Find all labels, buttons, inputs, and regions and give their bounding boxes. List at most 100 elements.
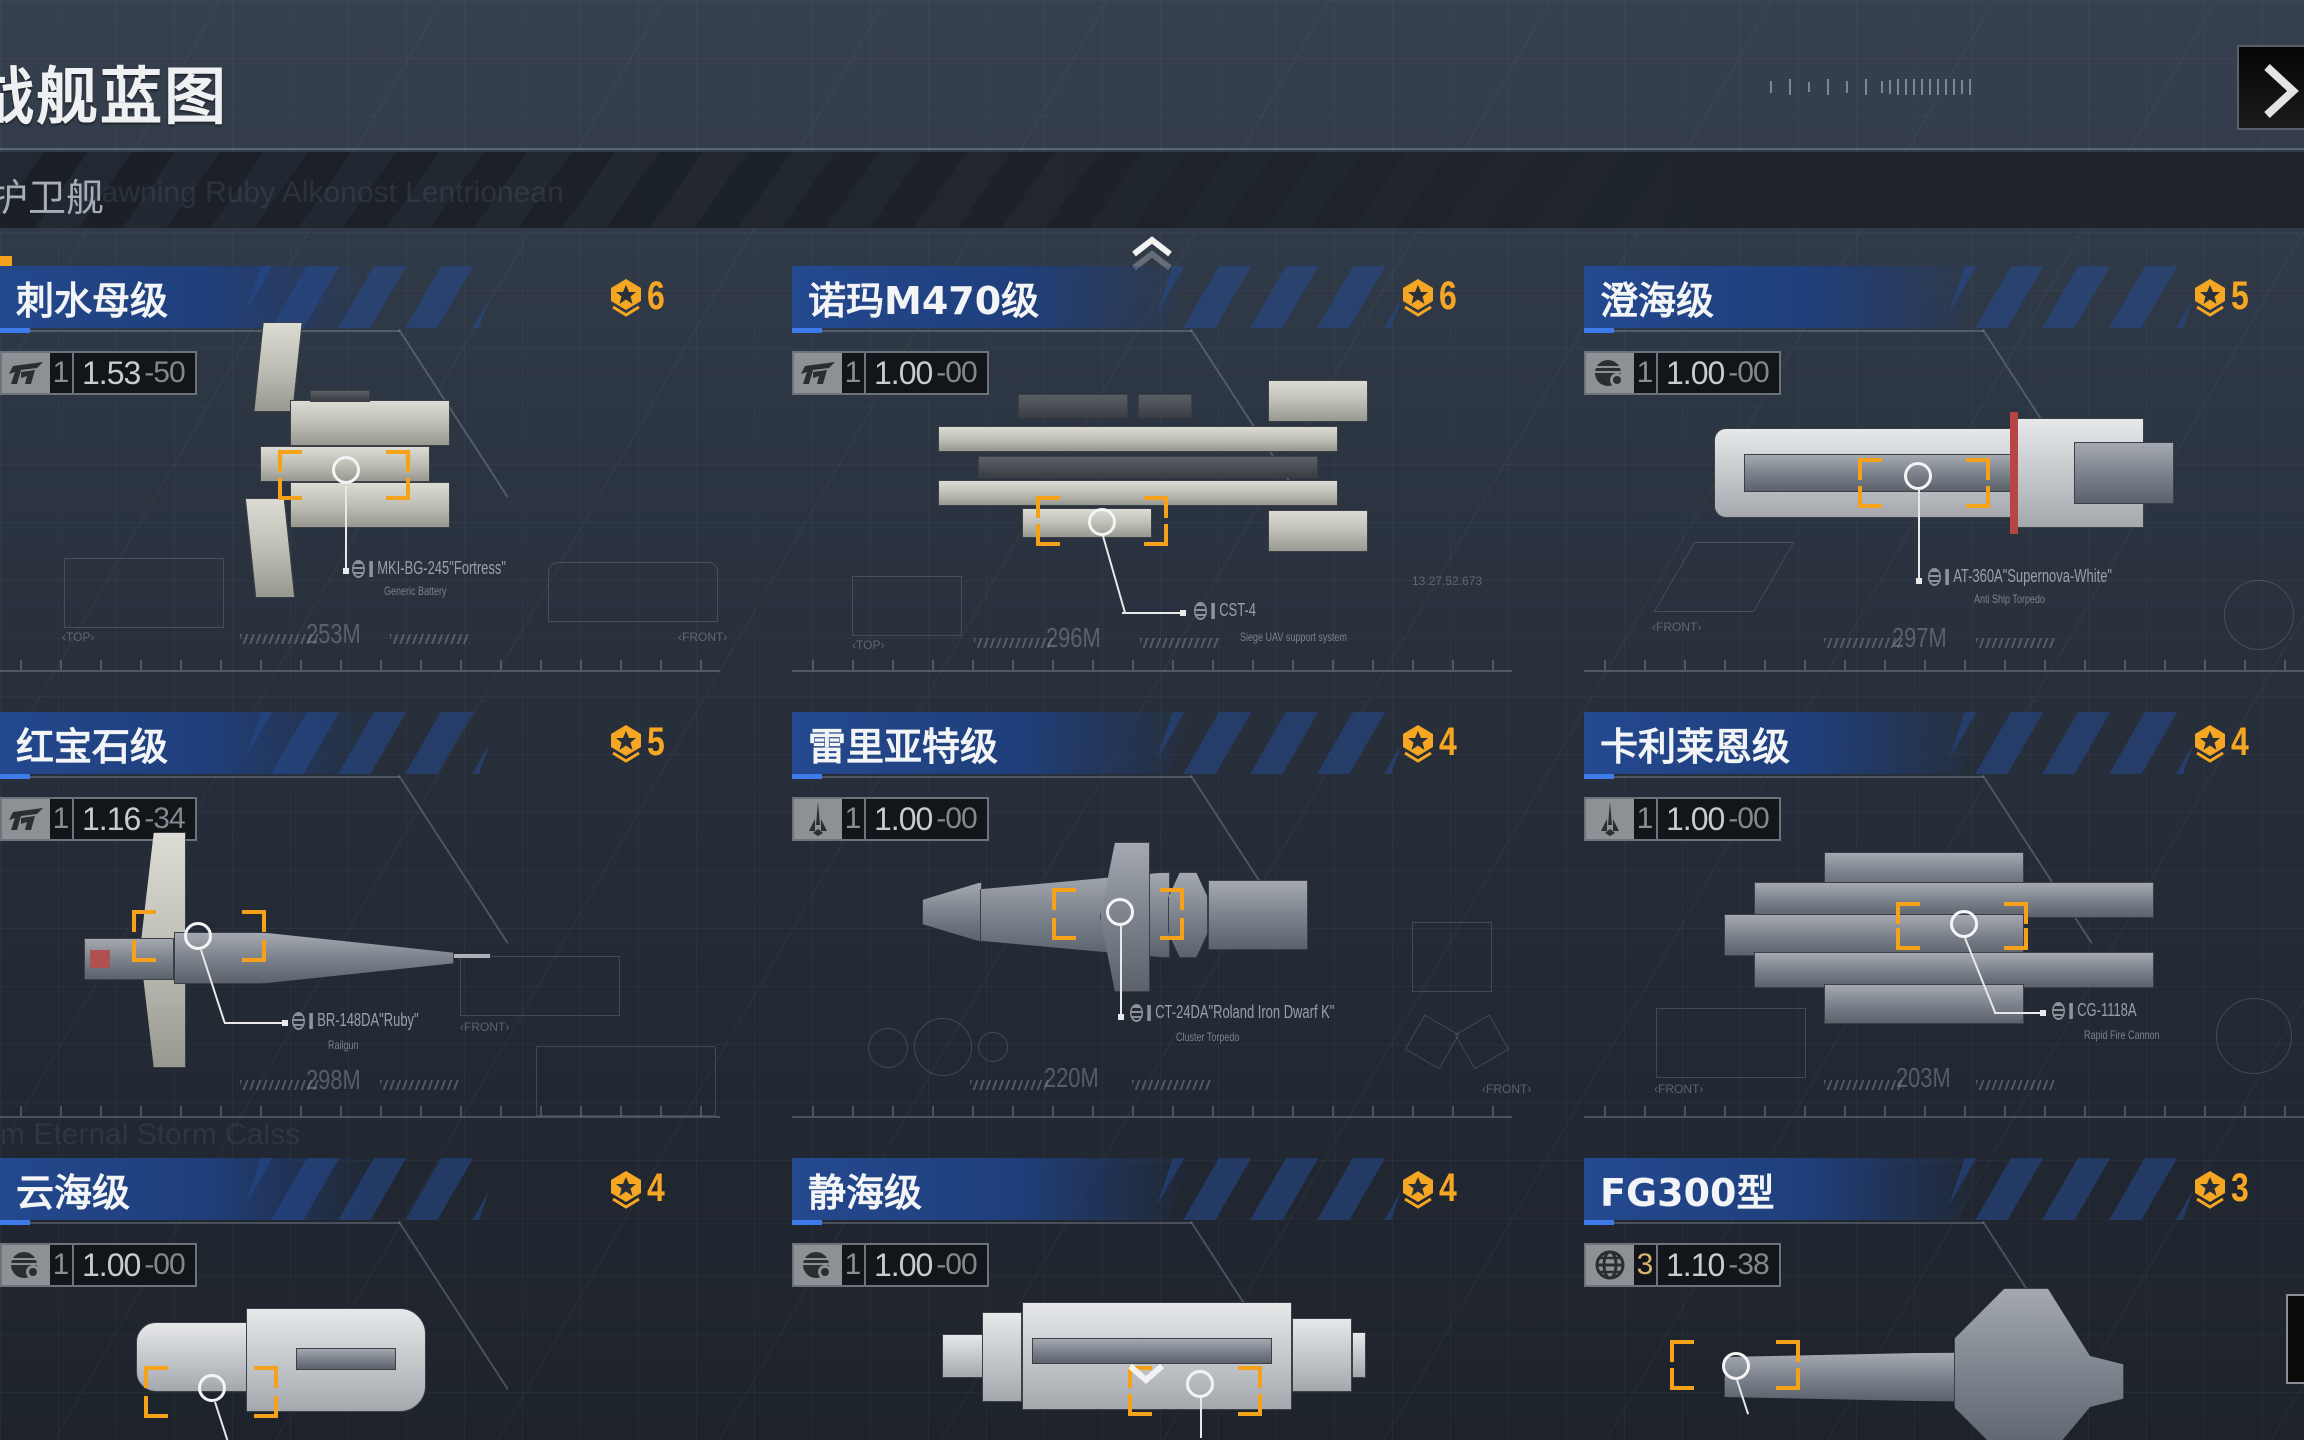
- weapon-hardpoint[interactable]: [198, 1374, 226, 1402]
- ship-card[interactable]: 云海级 4 1 1.00-00: [0, 1148, 760, 1440]
- target-bracket: [1052, 888, 1184, 940]
- ship-card[interactable]: 红宝石级 5 1 1.16-34 BR-148DA"Ruby" Railgun …: [0, 702, 760, 1132]
- stat-box: 1 1.00-00: [1584, 797, 1781, 841]
- leader-line: [1614, 776, 1984, 778]
- rank-badge: 4: [608, 1166, 669, 1211]
- rank-value: 4: [647, 1166, 665, 1210]
- rank-value: 5: [2231, 274, 2249, 318]
- name-underline: [0, 328, 30, 333]
- decorative-tick-bar: [1770, 78, 1977, 96]
- ship-card[interactable]: 刺水母级 6 1 1.53-50 MKI-BG-245"Fortress" Ge…: [0, 256, 760, 686]
- weapon-type: Rapid Fire Cannon: [2084, 1028, 2160, 1042]
- stat-level: 1: [50, 353, 74, 393]
- engineering-icon: [794, 1245, 842, 1285]
- name-underline: [0, 774, 30, 779]
- ruler: [1584, 654, 2304, 672]
- stat-box: 1 1.53-50: [0, 351, 197, 395]
- name-banner: [1584, 1158, 1984, 1220]
- blueprint-front-view: [1653, 542, 1795, 612]
- weapon-hardpoint[interactable]: [184, 922, 212, 950]
- stat-level: 1: [842, 353, 866, 393]
- view-tag-left: ‹FRONT›: [1654, 1082, 1704, 1096]
- stat-suffix: -50: [144, 356, 185, 389]
- leader-line: [822, 330, 1192, 332]
- ship-length: 220M: [1044, 1062, 1099, 1093]
- ruler-hatch: [1824, 638, 1904, 648]
- weapon-hardpoint[interactable]: [1106, 898, 1134, 926]
- weapon-label: CG-1118A: [2052, 1000, 2137, 1021]
- stat-main-value: 1.00: [874, 800, 933, 837]
- ship-card[interactable]: 澄海级 5 1 1.00-00 AT-360A"Supernova-White"…: [1584, 256, 2304, 686]
- ship-length: 203M: [1896, 1062, 1951, 1093]
- ruler-hatch: [240, 1080, 320, 1090]
- blueprint-front-view: [1656, 1008, 1806, 1078]
- callout-dot: [343, 568, 349, 574]
- ship-card[interactable]: 诺玛M470级 6 1 1.00-00 CST-4 Siege UAV supp…: [792, 256, 1552, 686]
- next-page-button[interactable]: [2237, 45, 2304, 130]
- stat-main-value: 1.00: [1666, 354, 1725, 391]
- ship-card[interactable]: 雷里亚特级 4 1 1.00-00 CT-24DA"Roland Iron Dw…: [792, 702, 1552, 1132]
- stat-suffix: -00: [144, 1248, 185, 1281]
- side-panel-handle[interactable]: [2286, 1294, 2304, 1384]
- blueprint-circle: [914, 1018, 972, 1076]
- stat-value: 1.00-00: [74, 1245, 195, 1285]
- ruler-hatch: [390, 634, 470, 644]
- speed-icon: [2, 799, 50, 839]
- stat-main-value: 1.53: [82, 354, 141, 391]
- weapon-hardpoint[interactable]: [332, 456, 360, 484]
- stat-box: 1 1.00-00: [0, 1243, 197, 1287]
- engineering-icon: [1586, 353, 1634, 393]
- ship-length: 296M: [1046, 622, 1101, 653]
- name-underline: [0, 1220, 30, 1225]
- ship-card[interactable]: 静海级 4 1 1.00-00: [792, 1148, 1552, 1440]
- ruler-hatch: [1976, 1080, 2056, 1090]
- stat-level: 1: [842, 799, 866, 839]
- banner-stripes: [1944, 1158, 2204, 1220]
- blueprint-front-view: [460, 956, 620, 1016]
- weapon-hardpoint[interactable]: [1950, 910, 1978, 938]
- engineering-icon: [2, 1245, 50, 1285]
- callout-line: [1102, 535, 1127, 614]
- ship-card[interactable]: 卡利莱恩级 4 1 1.00-00 CG-1118A Rapid Fire Ca…: [1584, 702, 2304, 1132]
- rank-badge: 4: [1400, 1166, 1461, 1211]
- stat-suffix: -00: [936, 1248, 977, 1281]
- weapon-label: MKI-BG-245"Fortress": [352, 558, 506, 579]
- name-underline: [1584, 1220, 1614, 1225]
- target-bracket: [278, 450, 410, 500]
- weapon-label: AT-360A"Supernova-White": [1928, 566, 2112, 587]
- chevron-down-icon: [1128, 1363, 1164, 1384]
- callout-dot: [1118, 1014, 1124, 1020]
- banner-stripes: [1944, 712, 2204, 774]
- weapon-hardpoint[interactable]: [1722, 1352, 1750, 1380]
- callout-line: [345, 486, 347, 570]
- target-bracket: [1036, 496, 1168, 546]
- rank-badge: 4: [1400, 720, 1461, 765]
- rank-star-icon: [1403, 278, 1433, 317]
- ruler: [792, 1100, 1512, 1118]
- rank-star-icon: [1403, 724, 1433, 763]
- target-bracket: [1896, 902, 2028, 950]
- stat-value: 1.00-00: [866, 1245, 987, 1285]
- stat-value: 1.00-00: [866, 353, 987, 393]
- rank-value: 6: [1439, 274, 1457, 318]
- weapon-hardpoint[interactable]: [1904, 462, 1932, 490]
- scroll-up-button[interactable]: [1130, 236, 1174, 276]
- stat-suffix: -38: [1728, 1248, 1769, 1281]
- speed-icon: [2, 353, 50, 393]
- category-ghost-text: Dawning Ruby Alkonost Lentrionean: [80, 176, 564, 209]
- weapon-name: CT-24DA"Roland Iron Dwarf K": [1155, 1002, 1335, 1022]
- weapon-hardpoint[interactable]: [1186, 1370, 1214, 1398]
- callout-dot: [1180, 610, 1186, 616]
- view-tag-left: ‹TOP›: [852, 638, 885, 652]
- rank-star-icon: [2195, 278, 2225, 317]
- ruler-hatch: [240, 634, 320, 644]
- blueprint-front-view: [548, 562, 718, 622]
- scroll-down-button[interactable]: [1126, 1362, 1166, 1390]
- weapon-name: CST-4: [1219, 600, 1256, 620]
- name-banner: [792, 266, 1192, 328]
- stat-level: 1: [50, 1245, 74, 1285]
- ship-card[interactable]: FG300型 3 3 1.10-38: [1584, 1148, 2304, 1440]
- blueprint-top-view: [64, 558, 224, 628]
- weapon-hardpoint[interactable]: [1088, 508, 1116, 536]
- name-underline: [792, 1220, 822, 1225]
